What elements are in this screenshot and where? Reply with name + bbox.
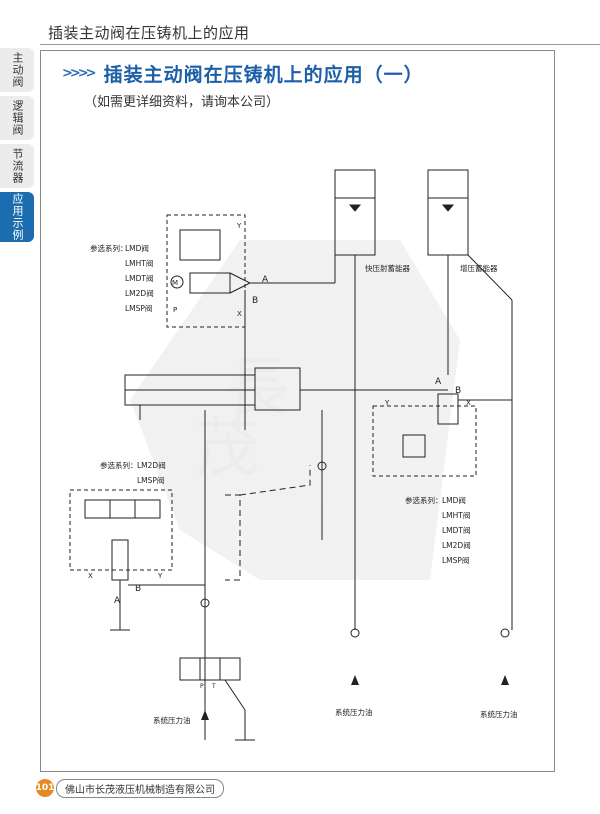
port-x-top: X bbox=[237, 310, 242, 318]
port-p-bottom: P bbox=[200, 683, 204, 690]
side-tab-application-examples[interactable]: 应用示例 bbox=[0, 192, 34, 242]
port-x-right: X bbox=[466, 399, 471, 407]
top-cartridge-valve bbox=[189, 272, 231, 294]
right-valve-block bbox=[372, 405, 477, 477]
option-right-4: LM2D阀 bbox=[442, 541, 471, 550]
check-valve-left bbox=[200, 598, 210, 608]
side-tab-throttle[interactable]: 节流器 bbox=[0, 144, 34, 188]
side-tab-logic-valve[interactable]: 逻辑阀 bbox=[0, 96, 34, 140]
watermark-char-1: 長 bbox=[225, 352, 289, 426]
accumulator-fast-label: 快压射蓄能器 bbox=[365, 263, 410, 273]
port-x-left: X bbox=[88, 572, 93, 580]
port-b-top: B bbox=[252, 296, 258, 306]
system-oil-left: 系统压力油 bbox=[153, 715, 191, 725]
option-top-4: LM2D阀 bbox=[125, 289, 154, 298]
running-head: 插装主动阀在压铸机上的应用 bbox=[48, 24, 250, 42]
port-a-left: A bbox=[114, 596, 121, 606]
left-cartridge-valve bbox=[111, 539, 129, 581]
option-label-top: 参选系列： bbox=[90, 243, 128, 253]
footer: 101 佛山市长茂液压机械制造有限公司 bbox=[36, 778, 224, 798]
supply-arrow-left-icon bbox=[201, 710, 209, 720]
title-block: >>>> 插装主动阀在压铸机上的应用（一） bbox=[62, 60, 424, 87]
port-y-right: Y bbox=[384, 399, 390, 407]
left-valve-block bbox=[69, 489, 173, 571]
check-valve-boost-supply bbox=[500, 628, 510, 638]
right-pilot-valve bbox=[402, 434, 426, 458]
accumulator-boost-label: 增压蓄能器 bbox=[460, 263, 498, 273]
option-right-5: LMSP阀 bbox=[442, 556, 469, 565]
port-y-top: Y bbox=[236, 222, 242, 230]
port-p-top: P bbox=[173, 306, 177, 314]
right-cartridge-valve bbox=[437, 393, 459, 425]
option-right-2: LMHT阀 bbox=[442, 511, 470, 520]
port-t-bottom: T bbox=[211, 683, 216, 690]
port-b-right: B bbox=[455, 386, 461, 396]
port-y-left: Y bbox=[157, 572, 163, 580]
option-label-right: 参选系列： bbox=[405, 495, 443, 505]
chevron-marker-icon: >>>> bbox=[62, 66, 97, 81]
page-number-badge: 101 bbox=[36, 779, 54, 797]
side-tab-active-valve[interactable]: 主动阀 bbox=[0, 48, 34, 92]
motor-label: M bbox=[172, 279, 178, 287]
option-right-1: LMD阀 bbox=[442, 496, 466, 505]
hydraulic-schematic: 長 茂 bbox=[69, 169, 518, 741]
port-a-top: A bbox=[262, 275, 269, 285]
content-frame bbox=[40, 50, 555, 772]
watermark-char-2: 茂 bbox=[195, 412, 259, 486]
accumulator-boost bbox=[427, 169, 469, 256]
check-valve-fast-supply bbox=[350, 628, 360, 638]
page-title: 插装主动阀在压铸机上的应用（一） bbox=[103, 64, 424, 86]
supply-arrow-right-icon bbox=[501, 675, 509, 685]
option-left-2: LMSP阀 bbox=[137, 476, 164, 485]
option-top-2: LMHT阀 bbox=[125, 259, 153, 268]
option-right-3: LMDT阀 bbox=[442, 526, 471, 535]
page-subtitle: （如需更详细资料，请询本公司） bbox=[84, 95, 280, 110]
port-a-right: A bbox=[435, 377, 442, 387]
left-directional-valve bbox=[84, 499, 161, 519]
port-b-left: B bbox=[135, 584, 141, 594]
system-oil-right: 系统压力油 bbox=[480, 709, 518, 719]
option-top-3: LMDT阀 bbox=[125, 274, 154, 283]
option-top-5: LMSP阀 bbox=[125, 304, 152, 313]
top-motor-icon bbox=[170, 275, 184, 289]
top-pilot-valve bbox=[179, 229, 221, 261]
company-name: 佛山市长茂液压机械制造有限公司 bbox=[56, 778, 224, 798]
option-top-1: LMD阀 bbox=[125, 244, 149, 253]
supply-arrow-middle-icon bbox=[351, 675, 359, 685]
bottom-directional-valve bbox=[179, 657, 241, 681]
option-label-left: 参选系列： bbox=[100, 460, 138, 470]
boost-cylinder bbox=[254, 367, 301, 411]
system-oil-middle: 系统压力油 bbox=[335, 707, 373, 717]
option-left-1: LM2D阀 bbox=[137, 461, 166, 470]
top-valve-block bbox=[166, 214, 246, 328]
header-rule bbox=[40, 44, 600, 45]
